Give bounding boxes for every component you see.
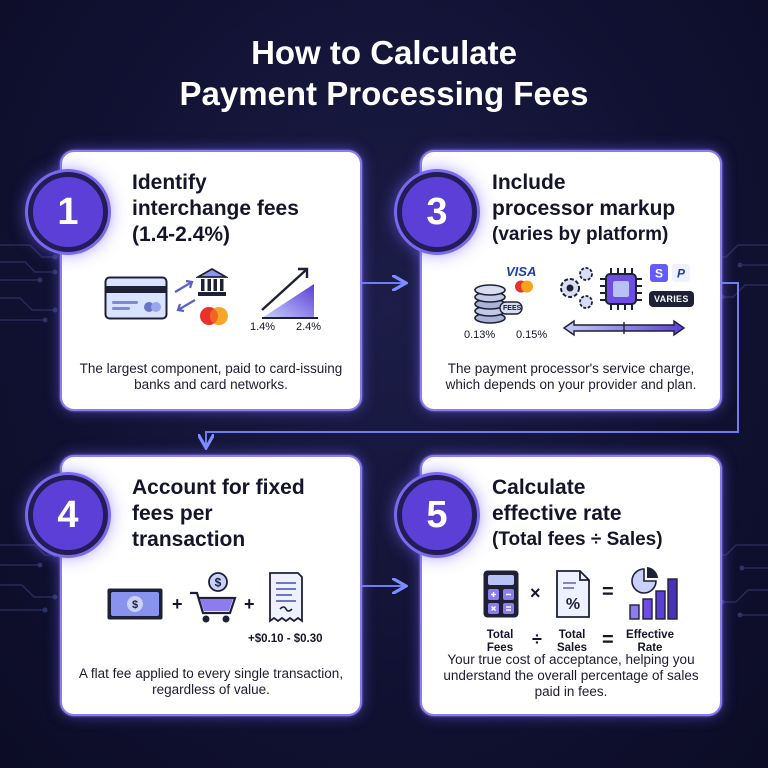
- bank-icon: [196, 267, 228, 296]
- total-sales-label: Total Sales: [556, 629, 588, 654]
- step-card-1: Identify interchange fees (1.4-2.4%) 1.4…: [60, 150, 362, 411]
- rate-low-label: 1.4%: [250, 321, 276, 333]
- mastercard-icon: [200, 307, 228, 325]
- step-card-5: Calculate effective rate (Total fees ÷ S…: [420, 455, 722, 716]
- fees-tag-label: FEES: [503, 305, 522, 312]
- calculator-icon: [483, 570, 519, 618]
- step-badge-1: 1: [28, 172, 108, 252]
- varies-badge: VARIES: [649, 291, 694, 307]
- step-4-description: A flat fee applied to every single trans…: [78, 666, 344, 697]
- step-3-title: Include processor markup (varies by plat…: [492, 171, 676, 245]
- step-1-description: The largest component, paid to card-issu…: [79, 361, 343, 392]
- title-line-2: Payment Processing Fees: [179, 75, 589, 112]
- times-operator: ×: [530, 583, 541, 603]
- step-badge-4: 4: [28, 475, 108, 555]
- title-line-1: How to Calculate: [251, 34, 517, 71]
- svg-text:$: $: [132, 599, 138, 611]
- equals-operator-2: =: [602, 629, 614, 651]
- step-badge-3: 3: [397, 172, 477, 252]
- processor-chip-icon: [600, 268, 642, 310]
- markup-low-label: 0.13%: [464, 329, 496, 341]
- visa-label: VISA: [506, 264, 537, 279]
- step-5-description: Your true cost of acceptance, helping yo…: [443, 652, 699, 699]
- markup-high-label: 0.15%: [516, 329, 548, 341]
- effective-rate-chart-icon: [629, 567, 678, 620]
- plus-sign-1: +: [172, 594, 183, 614]
- plus-sign-2: +: [244, 594, 255, 614]
- step-1-title: Identify interchange fees (1.4-2.4%): [132, 171, 299, 246]
- svg-text:P: P: [677, 267, 686, 281]
- percent-document-icon: %: [556, 570, 590, 618]
- equals-operator-1: =: [602, 581, 614, 603]
- range-arrow-icon: [562, 319, 686, 337]
- shopping-cart-icon: $: [190, 572, 237, 623]
- step-5-title: Calculate effective rate (Total fees ÷ S…: [492, 476, 663, 550]
- svg-text:S: S: [655, 267, 663, 281]
- cash-bill-icon: $: [107, 588, 163, 620]
- svg-text:$: $: [215, 576, 222, 590]
- paypal-icon: P: [672, 264, 690, 282]
- page-title: How to Calculate Payment Processing Fees: [0, 32, 768, 114]
- stripe-icon: S: [650, 264, 668, 282]
- rising-rate-chart-icon: [261, 267, 318, 319]
- step-4-title: Account for fixed fees per transaction: [132, 476, 305, 551]
- mastercard-icon-small: [515, 280, 533, 293]
- rate-high-label: 2.4%: [296, 321, 322, 333]
- step-card-4: Account for fixed fees per transaction $…: [60, 455, 362, 716]
- step-3-description: The payment processor's service charge, …: [445, 361, 697, 392]
- step-badge-5: 5: [397, 475, 477, 555]
- total-fees-label: Total Fees: [486, 629, 514, 654]
- credit-card-icon: [104, 276, 168, 320]
- effective-rate-label: Effective Rate: [626, 629, 674, 654]
- fixed-fee-range-label: +$0.10 - $0.30: [248, 633, 323, 645]
- divide-operator: ÷: [532, 629, 542, 649]
- svg-text:%: %: [566, 596, 580, 613]
- gears-icon: [560, 267, 593, 309]
- arrows-icon: [174, 279, 196, 313]
- receipt-icon: [269, 572, 303, 623]
